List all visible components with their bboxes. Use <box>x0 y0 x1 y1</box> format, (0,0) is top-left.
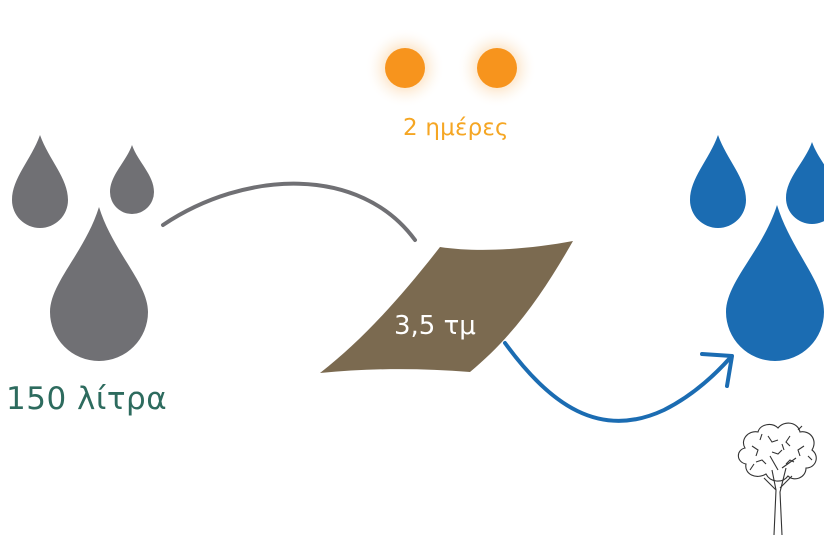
duration-label: 2 ημέρες <box>403 115 509 141</box>
blue-arrow <box>503 341 734 423</box>
water-drop-icon <box>690 135 746 228</box>
water-drop-icon <box>50 207 148 361</box>
blue-water-drops <box>690 135 824 361</box>
volume-label: 150 λίτρα <box>6 381 168 417</box>
arrow-head-icon <box>700 352 734 388</box>
gray-water-drops <box>12 135 154 361</box>
water-drop-icon <box>12 135 68 228</box>
sun-glow-icon <box>365 28 537 108</box>
water-drop-icon <box>110 145 154 214</box>
area-label: 3,5 τμ <box>394 311 476 341</box>
tree-sketch-icon <box>737 422 817 535</box>
water-drop-icon <box>786 142 824 224</box>
water-drop-icon <box>726 205 824 361</box>
gray-arc-line <box>161 181 417 242</box>
cloth-icon <box>320 241 573 373</box>
